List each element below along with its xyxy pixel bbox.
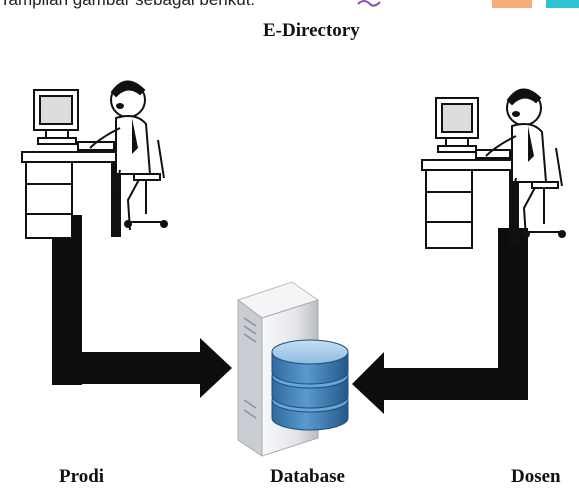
label-database: Database [270, 466, 345, 487]
label-prodi: Prodi [59, 466, 105, 487]
teal-swatch [546, 0, 579, 8]
left-arrow [52, 215, 232, 398]
scribble-mark [357, 0, 381, 7]
orange-swatch [492, 0, 532, 8]
label-dosen: Dosen [511, 466, 561, 487]
user-at-computer-icon-right [421, 88, 566, 249]
user-at-computer-icon [21, 80, 168, 239]
right-arrow [352, 228, 528, 414]
database-cylinder-icon [271, 339, 349, 431]
diagram-title: E-Directory [263, 20, 360, 41]
cropped-header-text: Tampilan gambar sebagai berikut: [0, 0, 255, 10]
